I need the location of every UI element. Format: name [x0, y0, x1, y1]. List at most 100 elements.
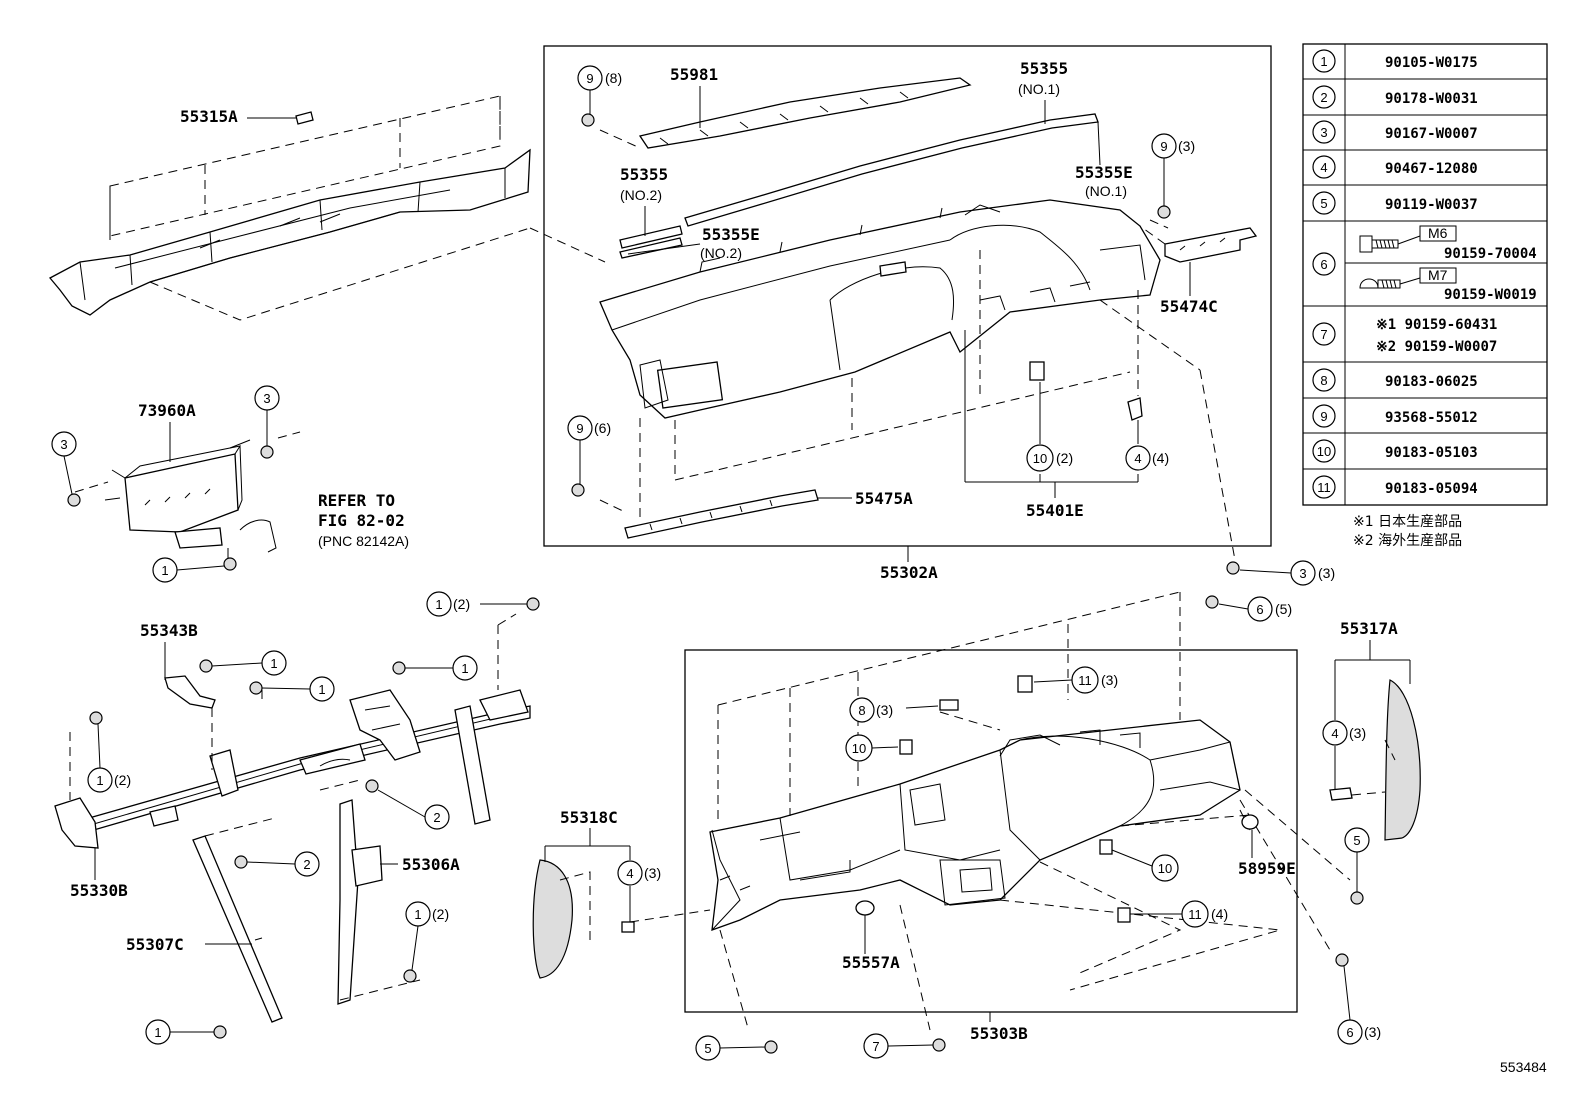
callout-9-3: 9 (3): [1151, 133, 1195, 206]
label-55355-no1: 55355: [1020, 59, 1068, 78]
svg-text:(5): (5): [1275, 601, 1292, 617]
label-55355E-no1: 55355E: [1075, 163, 1133, 182]
svg-text:(3): (3): [1364, 1024, 1381, 1040]
callout-7: 7: [863, 1033, 934, 1059]
svg-text:5: 5: [1353, 833, 1360, 848]
svg-text:9: 9: [1320, 409, 1327, 424]
svg-text:10: 10: [1158, 861, 1172, 876]
label-55355-no2: 55355: [620, 165, 668, 184]
brace-55306A-drawing: [337, 799, 383, 1005]
svg-text:4: 4: [1331, 726, 1338, 741]
callout-5-b: 5: [695, 1035, 766, 1061]
svg-text:5: 5: [1320, 196, 1327, 211]
svg-text:7: 7: [1320, 327, 1327, 342]
strip-55475A-drawing: [624, 489, 819, 539]
clip-10-b: [1099, 839, 1113, 855]
svg-text:(4): (4): [1152, 450, 1169, 466]
svg-text:9: 9: [1160, 139, 1167, 154]
svg-text:4: 4: [1320, 160, 1327, 175]
svg-text:90183-06025: 90183-06025: [1385, 374, 1478, 390]
svg-text:(8): (8): [605, 70, 622, 86]
clip-10-a: [899, 739, 913, 755]
svg-text:1: 1: [318, 682, 325, 697]
svg-text:4: 4: [626, 866, 633, 881]
svg-text:90119-W0037: 90119-W0037: [1385, 197, 1478, 213]
callout-6-5: 6 (5): [1218, 596, 1292, 622]
label-55355E-no2-sub: (NO.2): [700, 245, 742, 261]
svg-text:(3): (3): [876, 702, 893, 718]
svg-text:(2): (2): [453, 596, 470, 612]
svg-text:(6): (6): [594, 420, 611, 436]
svg-text:10: 10: [852, 741, 866, 756]
svg-text:(2): (2): [432, 906, 449, 922]
svg-text:11: 11: [1317, 480, 1331, 495]
callout-10-2: 10 (2): [1026, 444, 1073, 472]
panel-strip-no2-drawing: [619, 225, 683, 259]
diagram-id: 553484: [1500, 1059, 1547, 1075]
callout-1-c: 1: [261, 676, 335, 702]
table-row-9: 9 93568-55012: [1312, 404, 1478, 428]
svg-text:(3): (3): [1178, 138, 1195, 154]
svg-text:90178-W0031: 90178-W0031: [1385, 91, 1478, 107]
bolt-m6-icon: [1359, 235, 1399, 253]
svg-text:1: 1: [1320, 54, 1327, 69]
bracket-55343B-drawing: [164, 675, 216, 709]
svg-text:90105-W0175: 90105-W0175: [1385, 55, 1478, 71]
callout-4-3-a: 4 (3): [617, 860, 661, 886]
refer-line3: (PNC 82142A): [318, 533, 409, 549]
callout-10-b: 10: [1111, 849, 1179, 882]
callout-9-6: 9 (6): [567, 415, 611, 484]
svg-text:11: 11: [1078, 673, 1092, 688]
note-2: ※2 海外生産部品: [1353, 533, 1462, 549]
label-55401E: 55401E: [1026, 501, 1084, 520]
svg-text:2: 2: [1320, 90, 1327, 105]
label-55317A: 55317A: [1340, 619, 1398, 638]
callout-3-3: 3 (3): [1239, 560, 1335, 586]
table-row-5: 5 90119-W0037: [1312, 191, 1478, 215]
svg-text:9: 9: [586, 71, 593, 86]
callout-3-a: 3: [254, 385, 280, 446]
callout-1-2-b: 1 (2): [87, 723, 131, 793]
svg-text:10: 10: [1033, 451, 1047, 466]
callout-1-2-a: 1 (2): [426, 591, 527, 617]
svg-text:8: 8: [858, 703, 865, 718]
callout-2-a: 2: [377, 789, 450, 830]
svg-text:(4): (4): [1211, 906, 1228, 922]
callout-6-3: 6 (3): [1337, 965, 1381, 1045]
table-row-6: 6 M6 90159-70004 M7 90159-W0019: [1312, 225, 1537, 303]
defroster-nozzle-drawing: [48, 95, 606, 321]
lower-panel-frame: [684, 649, 1298, 1013]
svg-text:90467-12080: 90467-12080: [1385, 161, 1478, 177]
svg-text:M7: M7: [1428, 267, 1448, 283]
svg-text:(3): (3): [1101, 672, 1118, 688]
svg-text:1: 1: [161, 563, 168, 578]
label-55330B: 55330B: [70, 881, 128, 900]
label-55355E-no1-sub: (NO.1): [1085, 183, 1127, 199]
label-55981: 55981: [670, 65, 718, 84]
svg-text:(3): (3): [1318, 565, 1335, 581]
svg-text:1: 1: [435, 597, 442, 612]
table-row-4: 4 90467-12080: [1312, 155, 1478, 179]
side-panel-left-drawing: [532, 859, 573, 979]
svg-text:3: 3: [1299, 566, 1306, 581]
callout-9-8: 9 (8): [577, 65, 622, 114]
table-row-3: 3 90167-W0007: [1312, 120, 1478, 144]
label-55318C: 55318C: [560, 808, 618, 827]
label-55557A: 55557A: [842, 953, 900, 972]
defroster-garnish-drawing: [638, 77, 972, 149]
table-row-2: 2 90178-W0031: [1312, 85, 1478, 109]
svg-text:2: 2: [433, 810, 440, 825]
svg-text:3: 3: [263, 391, 270, 406]
svg-text:10: 10: [1317, 444, 1331, 459]
callout-1-b: 1: [211, 650, 287, 676]
svg-text:6: 6: [1320, 257, 1327, 272]
callout-8-3: 8 (3): [849, 697, 939, 723]
callout-1-a: 1: [152, 557, 225, 583]
label-73960A: 73960A: [138, 401, 196, 420]
lower-frame-assembly-drawing: [709, 719, 1241, 931]
svg-text:(3): (3): [1349, 725, 1366, 741]
callout-11-4: 11 (4): [1130, 900, 1228, 928]
brace-55307C-drawing: [192, 835, 283, 1023]
instrument-panel-drawing: [599, 199, 1161, 419]
